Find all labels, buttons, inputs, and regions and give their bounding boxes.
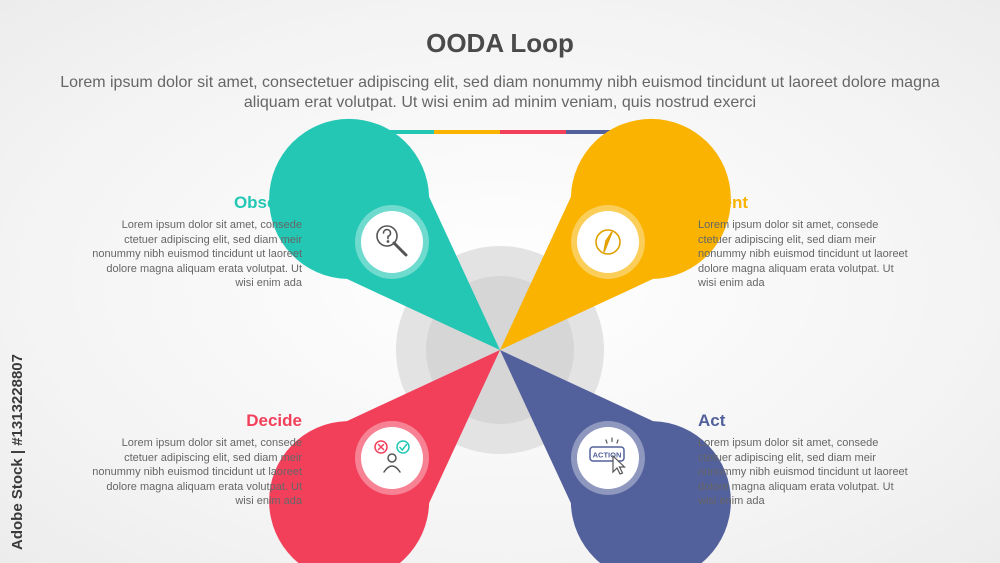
decide-title: Decide: [246, 411, 302, 430]
act-icon-label: ACTION: [593, 451, 622, 460]
decide-icon-circle: [355, 421, 429, 495]
divider-segment-act: [566, 130, 632, 134]
decision-person-icon: [374, 440, 410, 473]
act-description: Lorem ipsum dolor sit amet, consede ctet…: [698, 437, 908, 507]
stock-watermark-text: Adobe Stock | #1313228807: [9, 354, 26, 550]
observe-icon-circle: [355, 205, 429, 279]
divider-segment-orient: [434, 130, 500, 134]
divider-segment-observe: [368, 130, 434, 134]
orient-title: Orient: [698, 193, 749, 212]
page-subtitle: Lorem ipsum dolor sit amet, consectetuer…: [60, 74, 940, 111]
act-title: Act: [698, 411, 726, 430]
action-button-click-icon: ACTION: [589, 437, 626, 475]
act-icon-circle: [571, 421, 645, 495]
divider-segment-decide: [500, 130, 566, 134]
observe-title: Observe: [233, 193, 302, 212]
color-divider: [368, 130, 632, 134]
stock-watermark: Adobe Stock | #1313228807: [9, 320, 31, 550]
page-title: OODA Loop: [426, 28, 574, 58]
magnifier-question-icon: [376, 225, 408, 257]
observe-description: Lorem ipsum dolor sit amet, consede ctet…: [92, 219, 302, 289]
compass-icon: [595, 229, 621, 255]
orient-description: Lorem ipsum dolor sit amet, consede ctet…: [698, 219, 908, 289]
decide-description: Lorem ipsum dolor sit amet, consede ctet…: [92, 437, 302, 507]
